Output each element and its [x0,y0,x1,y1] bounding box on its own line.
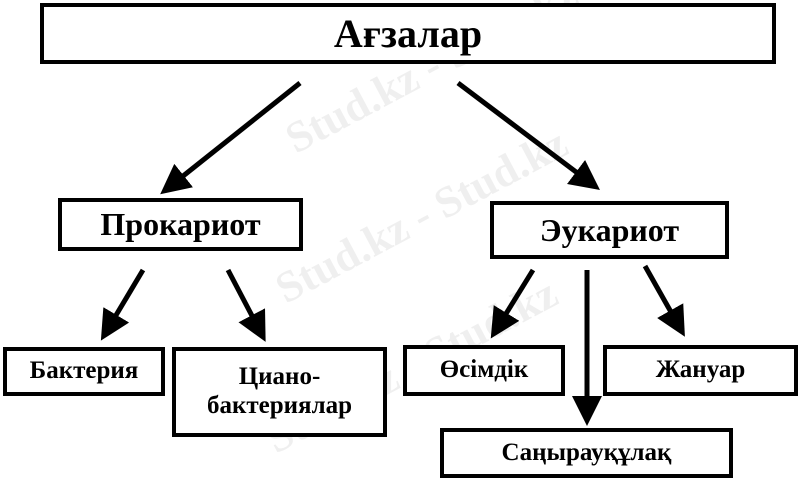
fungus-node: Саңырауқұлақ [440,428,733,478]
arrow-prokaryote-to-bacteria [100,268,146,341]
cyanobacteria-node: Циано- бактериялар [172,347,387,437]
prokaryote-node: Прокариот [58,198,303,251]
arrow-root-to-prokaryote [160,81,302,195]
arrow-eukaryote-to-animal [642,264,685,337]
arrow-prokaryote-to-cyanobacteria [225,268,266,342]
plant-node: Өсімдік [403,345,565,396]
arrow-root-to-eukaryote [456,81,600,191]
animal-node: Жануар [603,345,798,396]
root-node: Ағзалар [40,3,776,64]
arrow-eukaryote-to-plant [490,268,536,339]
eukaryote-node: Эукариот [490,201,729,259]
bacteria-node: Бактерия [3,347,165,396]
